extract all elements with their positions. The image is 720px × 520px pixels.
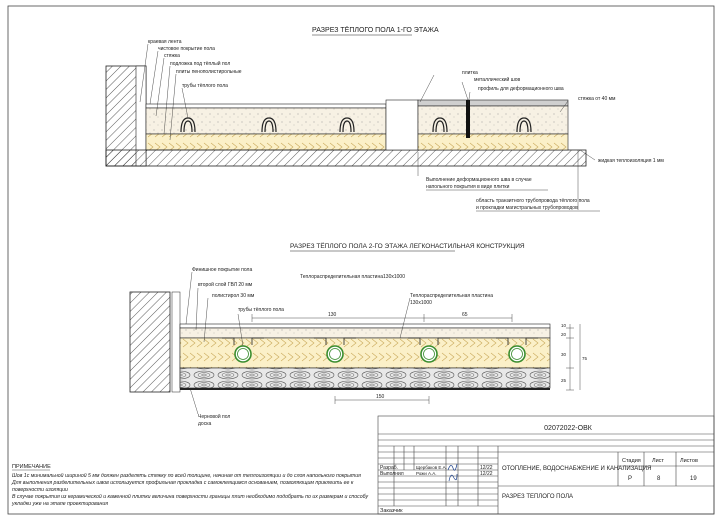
label-finish-floor-2: Финишное покрытие пола: [192, 267, 252, 273]
dim-130: 130: [328, 312, 337, 318]
stamp-project: ОТОПЛЕНИЕ, ВОДОСНАБЖЕНИЕ И КАНАЛИЗАЦИЯ: [502, 466, 651, 472]
label-metal-seam: металлический шов: [474, 76, 521, 83]
label-finish-floor: чистовое покрытие пола: [158, 46, 215, 52]
section-2-subfloor: [179, 367, 551, 389]
dim-20: 20: [561, 332, 567, 337]
note-area-line-2: и прокладки магистральных трубопроводов: [476, 205, 578, 211]
notes-block: ПРИМЕЧАНИЕ Шов 1с минимальной шириной 5 …: [11, 464, 368, 507]
label-subfloor: Черновой пол: [198, 413, 230, 420]
note-joint-line-2: напольного покрытия в виде плитки: [426, 184, 510, 190]
stamp-role-developer: Разраб.: [380, 465, 398, 471]
label-heat-plate-top: Теплораспределительная пластина130x1000: [300, 274, 405, 280]
section-1-screed: [145, 107, 387, 135]
note-line: укладки уже на этапе проектирования: [11, 501, 108, 507]
stamp-code: 02072022-ОВК: [544, 425, 593, 432]
label-polystyrene-30: полистирол 30 мм: [212, 293, 255, 299]
stamp-sheets: 19: [690, 476, 697, 482]
title-block: [377, 415, 715, 515]
section-2-wall: [129, 291, 171, 393]
section-1-pipes: [180, 117, 532, 133]
label-polystyrene: плиты пенополистирольные: [176, 69, 242, 75]
dim-150: 150: [376, 394, 385, 400]
section-2-title: РАЗРЕЗ ТЁПЛОГО ПОЛА 2-ГО ЭТАЖА ЛЕГКОНАСТ…: [290, 242, 525, 250]
stamp-customer: Заказчик: [380, 508, 403, 514]
section-1-floor: РАЗРЕЗ ТЁПЛОГО ПОЛА 1-ГО ЭТАЖА: [105, 26, 664, 212]
dim-10: 10: [561, 323, 567, 328]
label-pipes: трубы тёплого пола: [182, 83, 228, 89]
stamp-col-sheet: Лист: [652, 458, 664, 464]
label-screed-40: стяжка от 40 мм: [578, 96, 616, 102]
label-screed: стяжка: [164, 53, 180, 59]
sheet-frame: [7, 5, 715, 515]
note-line: поверхности изоляции: [12, 487, 68, 493]
dim-30: 30: [561, 352, 567, 357]
dim-25: 25: [561, 378, 567, 383]
label-heat-plate: Теплораспределительная пластина: [410, 293, 493, 299]
note-line: В случае покрытия из керамической и каме…: [12, 493, 368, 500]
section-1-joint-profile: [466, 100, 470, 138]
stamp-date-executor: 12/22: [480, 471, 493, 477]
signature-2: [448, 473, 458, 482]
label-board: доска: [198, 421, 211, 427]
label-gvl: второй слой ГВЛ 20 мм: [198, 281, 253, 288]
section-2-floor: РАЗРЕЗ ТЁПЛОГО ПОЛА 2-ГО ЭТАЖА ЛЕГКОНАСТ…: [129, 242, 588, 427]
section-2-finish-floor: [179, 323, 551, 329]
signature-1: [447, 463, 458, 471]
stamp-name-executor: Рожи А.А.: [416, 471, 437, 476]
dim-65: 65: [462, 312, 468, 318]
label-heat-plate-size: 130х1000: [410, 300, 432, 306]
note-line: Шов 1с минимальной шириной 5 мм должен р…: [12, 472, 361, 479]
notes-heading: ПРИМЕЧАНИЕ: [12, 464, 51, 470]
dim-75: 75: [582, 356, 588, 361]
section-2-gvl: [179, 327, 551, 339]
stamp-sheet-title: РАЗРЕЗ ТЕПЛОГО ПОЛА: [502, 494, 573, 500]
label-pipes-2: трубы тёплого пола: [238, 307, 284, 313]
section-1-finish-floor: [145, 103, 387, 109]
stamp-sheet: 8: [657, 476, 661, 482]
section-1-tile: [417, 99, 569, 107]
note-area-line-1: область транзитного трубопровода тёплого…: [476, 198, 590, 204]
stamp-stage: Р: [628, 476, 632, 482]
section-1-insulation: [145, 133, 387, 151]
label-edge-tape: краевая лента: [148, 39, 182, 45]
label-liquid-insulation: жидкая теплоизоляция 1 мм: [598, 158, 664, 164]
section-1-joint-gap: [385, 99, 419, 151]
section-1-slab: [105, 149, 587, 167]
stamp-date-developer: 12/22: [480, 465, 493, 471]
note-joint-line-1: Выполнение деформационного шва в случае: [426, 177, 532, 183]
label-joint-profile: профиль для деформационного шва: [478, 86, 564, 92]
note-line: Для выполнения разделительных швов испол…: [11, 480, 354, 486]
stamp-role-executor: Выполнил: [380, 471, 404, 477]
stamp-name-developer: Щербаков Е.А.: [416, 465, 447, 470]
stamp-col-stage: Стадия: [622, 458, 641, 464]
section-2-heat-plates: [222, 337, 538, 345]
section-1-title: РАЗРЕЗ ТЁПЛОГО ПОЛА 1-ГО ЭТАЖА: [312, 26, 439, 34]
label-underlay: подложка под тёплый пол: [170, 60, 230, 67]
label-tile: плитка: [462, 70, 478, 76]
stamp-col-sheets: Листов: [680, 458, 698, 464]
